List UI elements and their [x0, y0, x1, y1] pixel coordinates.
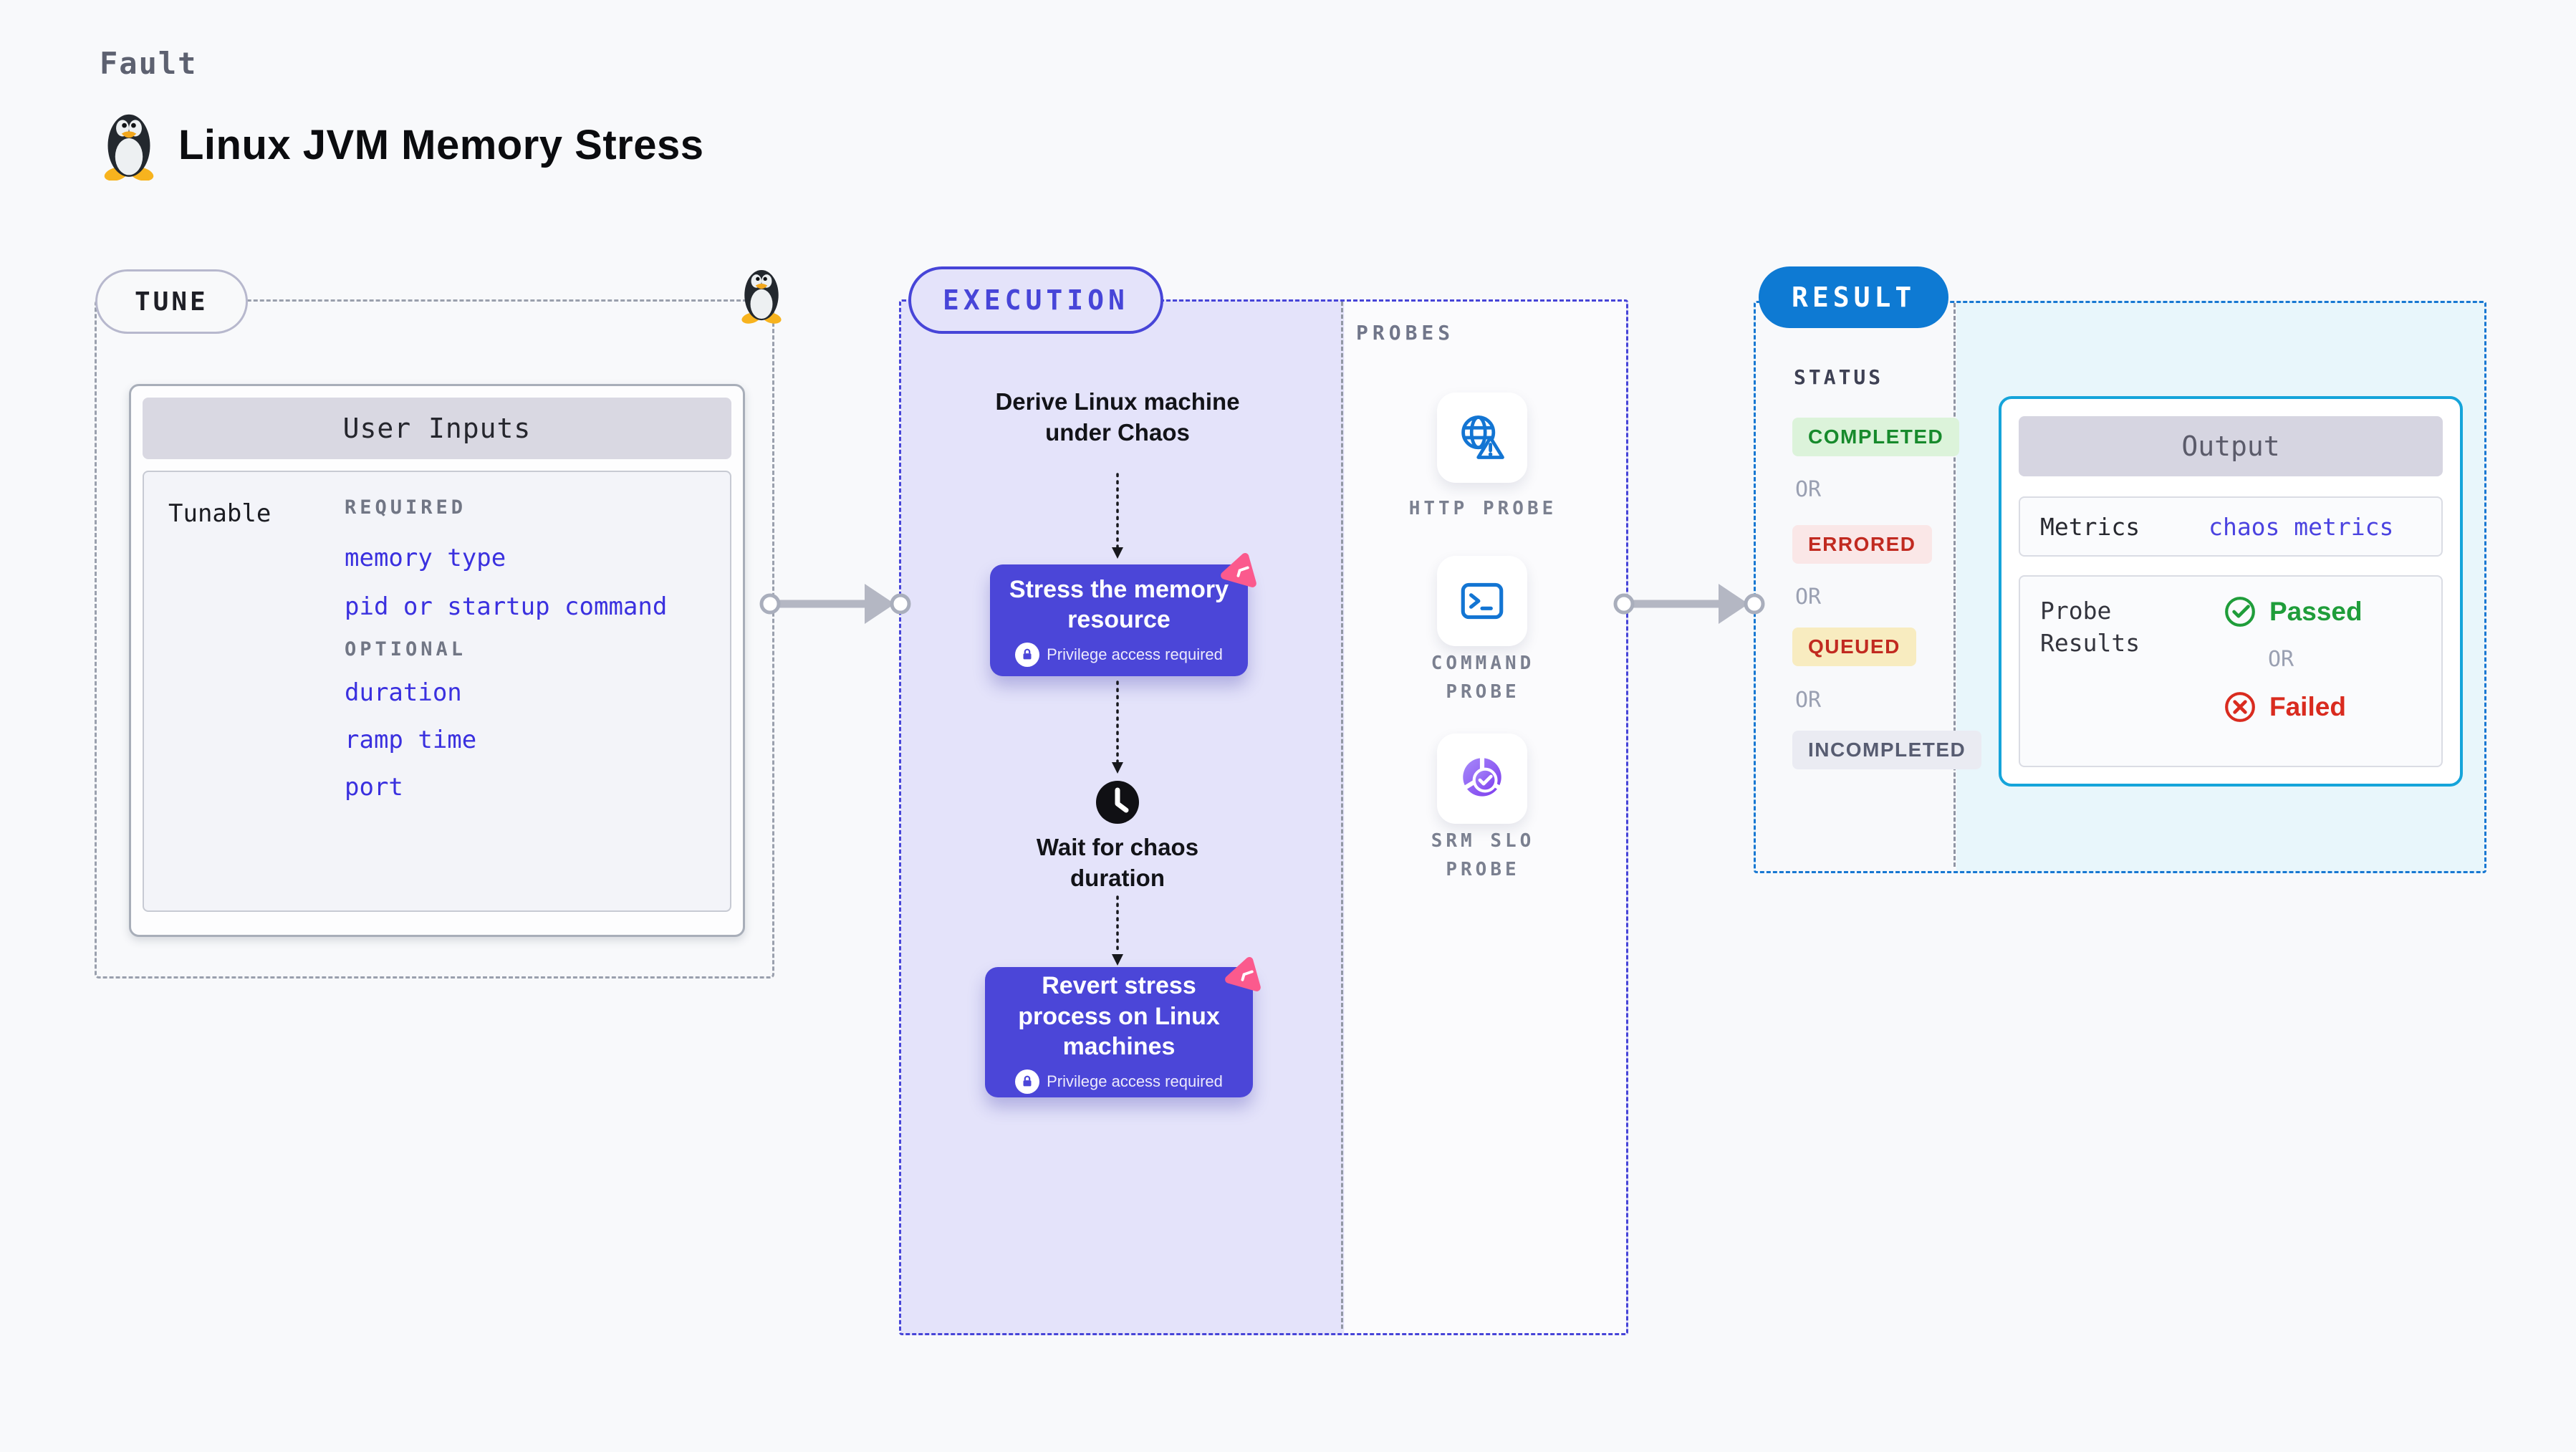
execution-label-pill: EXECUTION: [908, 266, 1163, 334]
failed-label: Failed: [2269, 692, 2346, 721]
privilege-note: Privilege access required: [1015, 1069, 1223, 1094]
passed-line: Passed: [2224, 595, 2363, 628]
page-title-row: Linux JVM Memory Stress: [100, 109, 704, 181]
globe-alert-icon: [1461, 415, 1504, 459]
metrics-label: Metrics: [2040, 512, 2140, 541]
user-inputs-card: User Inputs Tunable REQUIRED memory type…: [129, 384, 745, 937]
revert-step-node: Revert stress process on Linux machines …: [985, 967, 1253, 1097]
page-title: Linux JVM Memory Stress: [178, 121, 704, 168]
metrics-value-link[interactable]: chaos metrics: [2209, 512, 2394, 541]
stress-step-title: Stress the memory resource: [1009, 575, 1229, 634]
command-probe-card[interactable]: [1437, 556, 1527, 646]
tune-to-execution-arrow-icon: [759, 584, 911, 624]
tunable-row-label: Tunable: [168, 499, 271, 528]
privilege-note: Privilege access required: [1015, 642, 1223, 667]
tunable-link[interactable]: pid or startup command: [345, 592, 668, 621]
probe-results-row: Probe Results Passed OR Failed: [2019, 575, 2443, 767]
slo-donut-check-icon: [1461, 755, 1503, 797]
flow-arrow-icon: [1112, 473, 1123, 559]
execution-to-result-arrow-icon: [1613, 584, 1765, 624]
tux-penguin-icon: [104, 114, 154, 181]
privilege-note-text: Privilege access required: [1047, 645, 1223, 663]
status-badge-queued: QUEUED: [1792, 628, 1916, 666]
required-heading: REQUIRED: [345, 496, 467, 519]
chaos-experiment-icon: [1221, 552, 1256, 587]
or-separator: OR: [1795, 688, 1822, 713]
http-probe-label: HTTP PROBE: [1408, 498, 1557, 519]
status-heading: STATUS: [1794, 365, 1884, 389]
revert-step-title: Revert stress process on Linux machines: [1018, 972, 1220, 1061]
clock-icon: [1096, 781, 1139, 824]
status-badge-errored: ERRORED: [1792, 525, 1932, 564]
user-inputs-title: User Inputs: [143, 398, 731, 459]
check-circle-icon: [2225, 597, 2255, 627]
result-output-divider: [1953, 303, 1956, 867]
probe-results-label: Probe Results: [2040, 597, 2140, 657]
chaos-experiment-icon: [1225, 956, 1261, 991]
result-label-pill: RESULT: [1759, 266, 1949, 328]
or-separator: OR: [2268, 647, 2294, 672]
lock-icon: [1015, 642, 1040, 667]
tux-penguin-icon: [741, 269, 782, 324]
flow-arrow-icon: [1112, 895, 1123, 966]
tune-label-pill: TUNE: [95, 269, 248, 334]
failed-line: Failed: [2224, 691, 2363, 723]
terminal-icon: [1461, 582, 1504, 620]
privilege-note-text: Privilege access required: [1047, 1072, 1223, 1090]
tunable-link[interactable]: memory type: [345, 544, 506, 572]
status-badge-completed: COMPLETED: [1792, 418, 1960, 456]
optional-heading: OPTIONAL: [345, 638, 467, 660]
tune-section: [95, 299, 774, 979]
tunable-link[interactable]: port: [345, 773, 403, 802]
execution-probes-divider: [1341, 302, 1343, 1329]
passed-label: Passed: [2269, 597, 2363, 626]
http-probe-card[interactable]: [1437, 393, 1527, 483]
metrics-row: Metrics chaos metrics: [2019, 496, 2443, 557]
fault-eyebrow: Fault: [100, 46, 198, 81]
wait-step-label: Wait for chaos duration: [1036, 834, 1199, 891]
stress-step-node: Stress the memory resource Privilege acc…: [990, 564, 1248, 676]
user-inputs-list: Tunable REQUIRED memory type pid or star…: [143, 471, 731, 912]
or-separator: OR: [1795, 585, 1822, 610]
output-title: Output: [2019, 416, 2443, 476]
probes-heading: PROBES: [1356, 321, 1455, 345]
srm-slo-probe-label: SRM SLO PROBE: [1431, 830, 1535, 881]
x-circle-icon: [2225, 692, 2255, 722]
output-card: Output Metrics chaos metrics Probe Resul…: [1999, 396, 2463, 787]
status-badge-incompleted: INCOMPLETED: [1792, 731, 1982, 769]
tunable-link[interactable]: duration: [345, 678, 462, 707]
derive-step-label: Derive Linux machine under Chaos: [995, 388, 1240, 446]
srm-slo-probe-card[interactable]: [1437, 734, 1527, 824]
tunable-link[interactable]: ramp time: [345, 726, 477, 754]
flow-arrow-icon: [1112, 681, 1123, 774]
or-separator: OR: [1795, 477, 1822, 502]
command-probe-label: COMMAND PROBE: [1431, 653, 1535, 703]
lock-icon: [1015, 1069, 1040, 1094]
